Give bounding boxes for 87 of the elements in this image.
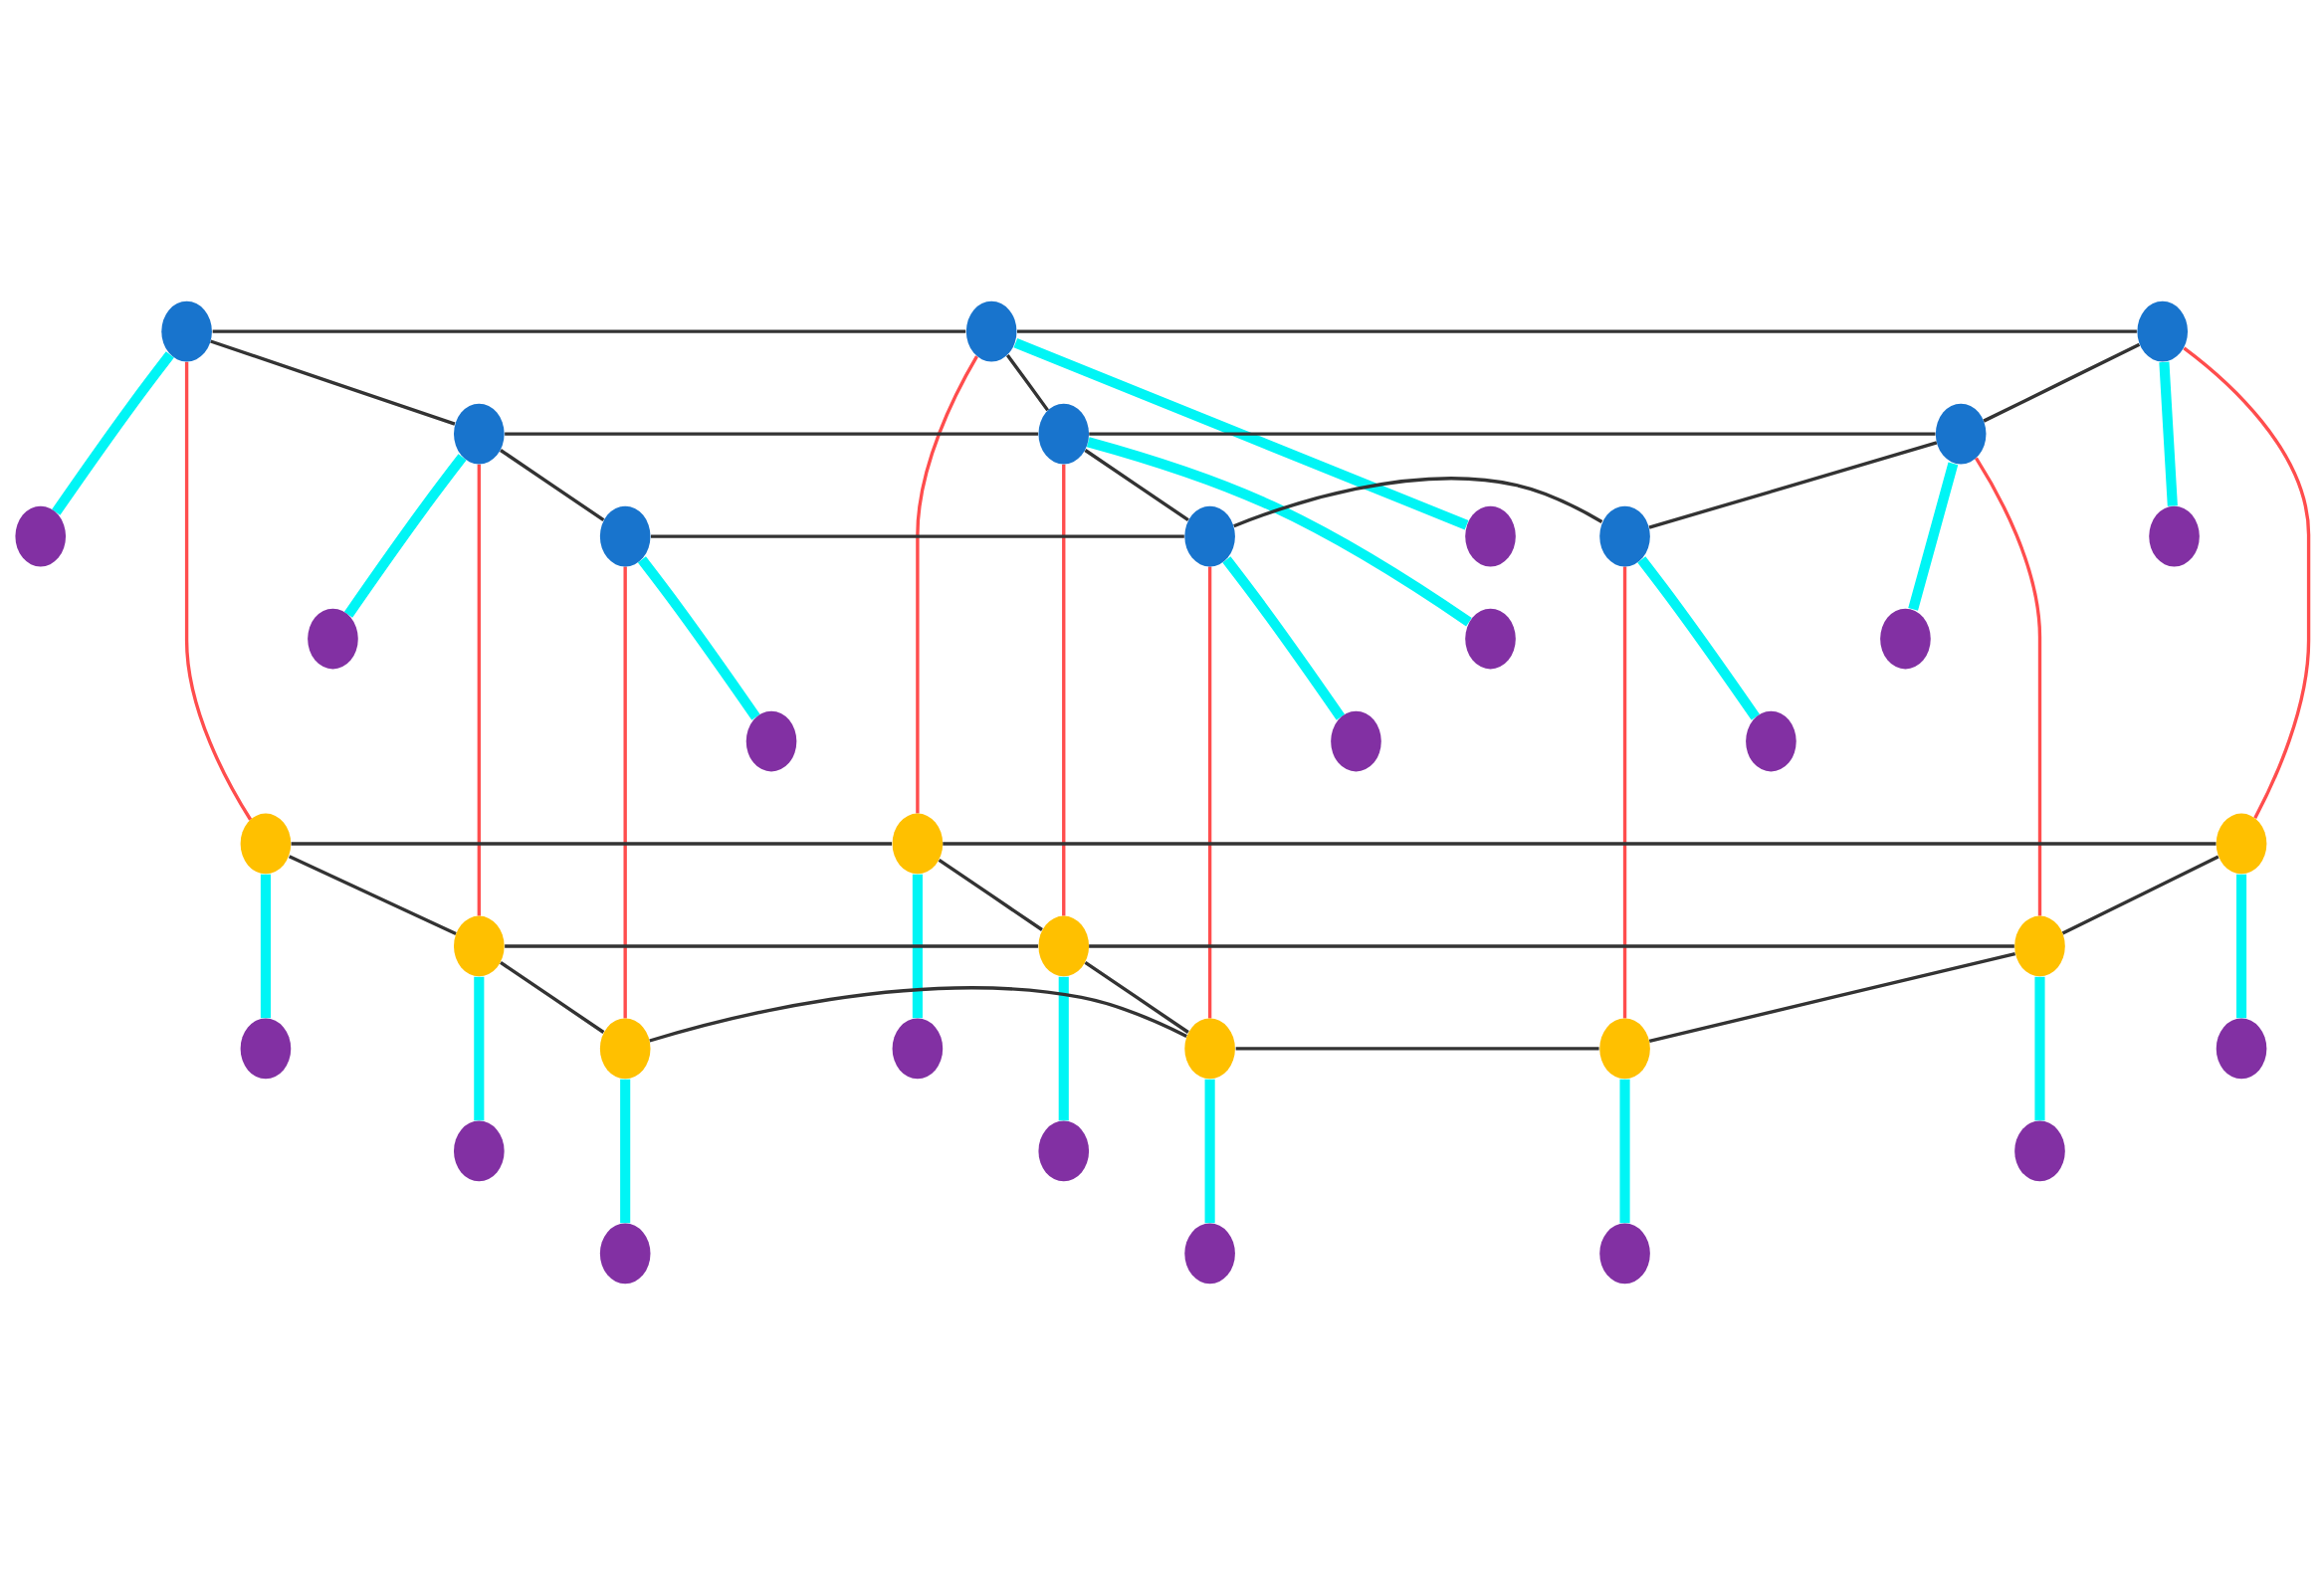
node-circle bbox=[1038, 915, 1090, 977]
node-circle bbox=[1746, 710, 1796, 772]
node-circle bbox=[599, 1018, 651, 1080]
node-circle bbox=[892, 1018, 944, 1080]
node-circle bbox=[1331, 710, 1381, 772]
connector bbox=[2034, 976, 2045, 1121]
node-circle bbox=[2216, 813, 2267, 875]
connector bbox=[1637, 556, 1761, 720]
connector bbox=[289, 855, 457, 935]
node-circle bbox=[308, 608, 358, 670]
node-circle bbox=[1880, 608, 1931, 670]
connector bbox=[938, 859, 1043, 931]
connector bbox=[1086, 437, 1472, 627]
node-circle bbox=[599, 505, 651, 567]
node-circle bbox=[240, 813, 292, 875]
connector bbox=[943, 842, 2217, 846]
connector bbox=[1204, 1079, 1215, 1224]
connector bbox=[1648, 951, 2016, 1043]
connector bbox=[2236, 874, 2247, 1019]
node-circle bbox=[2014, 915, 2065, 977]
connector bbox=[1222, 556, 1346, 720]
node-circle bbox=[2014, 1120, 2065, 1182]
node-circle bbox=[1599, 1223, 1650, 1285]
connector bbox=[1983, 342, 2141, 423]
connector bbox=[477, 464, 481, 916]
connector bbox=[1084, 960, 1189, 1034]
connector bbox=[52, 351, 174, 515]
connector bbox=[1235, 1047, 1599, 1051]
node-circle bbox=[1184, 505, 1235, 567]
connector bbox=[1089, 944, 2014, 948]
connector bbox=[343, 454, 467, 618]
node-circle bbox=[15, 505, 67, 567]
node-circle bbox=[2216, 1018, 2267, 1080]
node-circle bbox=[599, 1223, 651, 1285]
connector bbox=[1908, 462, 1959, 611]
connector bbox=[1975, 457, 2042, 916]
connector bbox=[474, 976, 485, 1121]
node-circle bbox=[454, 915, 505, 977]
connector bbox=[620, 1079, 631, 1224]
connector bbox=[184, 361, 253, 821]
connector bbox=[210, 339, 456, 426]
node-circle bbox=[745, 710, 797, 772]
node-circle bbox=[1184, 1223, 1235, 1285]
connector bbox=[1089, 432, 1936, 436]
connector bbox=[1619, 1079, 1630, 1224]
connector bbox=[2159, 361, 2178, 506]
connector bbox=[291, 842, 893, 846]
node-circle bbox=[1465, 505, 1516, 567]
connector bbox=[649, 986, 1187, 1043]
node-circle bbox=[240, 1018, 292, 1080]
connector bbox=[212, 329, 966, 333]
connector bbox=[1017, 329, 2137, 333]
node-circle bbox=[1935, 403, 1987, 465]
connector bbox=[623, 566, 627, 1019]
connector bbox=[2061, 855, 2219, 935]
connector bbox=[912, 874, 923, 1019]
connector bbox=[1062, 464, 1066, 916]
connector bbox=[260, 874, 271, 1019]
connector bbox=[1084, 449, 1189, 522]
node-circle bbox=[1038, 403, 1090, 465]
node-circle bbox=[892, 813, 944, 875]
connector bbox=[500, 960, 605, 1034]
node-circle bbox=[454, 1120, 505, 1182]
connector bbox=[651, 534, 1184, 538]
connector bbox=[1013, 337, 1469, 530]
connector bbox=[1648, 441, 1938, 529]
node-circle bbox=[454, 403, 505, 465]
node-circle bbox=[1465, 608, 1516, 670]
node-circle bbox=[2137, 300, 2189, 362]
connector bbox=[1005, 353, 1050, 412]
node-circle bbox=[2149, 505, 2200, 567]
connector bbox=[1058, 976, 1069, 1121]
node-circle bbox=[1599, 1018, 1650, 1080]
connector bbox=[1622, 566, 1627, 1019]
connector bbox=[1207, 566, 1212, 1019]
node-circle bbox=[965, 300, 1017, 362]
connector bbox=[500, 449, 605, 522]
node-circle bbox=[1038, 1120, 1090, 1182]
connector bbox=[2183, 346, 2311, 819]
node-circle bbox=[161, 300, 212, 362]
connector bbox=[505, 432, 1038, 436]
connector bbox=[916, 355, 978, 814]
connector bbox=[1233, 477, 1603, 528]
node-circle bbox=[1599, 505, 1650, 567]
connector bbox=[637, 556, 760, 720]
node-circle bbox=[1184, 1018, 1235, 1080]
connector bbox=[505, 944, 1038, 948]
